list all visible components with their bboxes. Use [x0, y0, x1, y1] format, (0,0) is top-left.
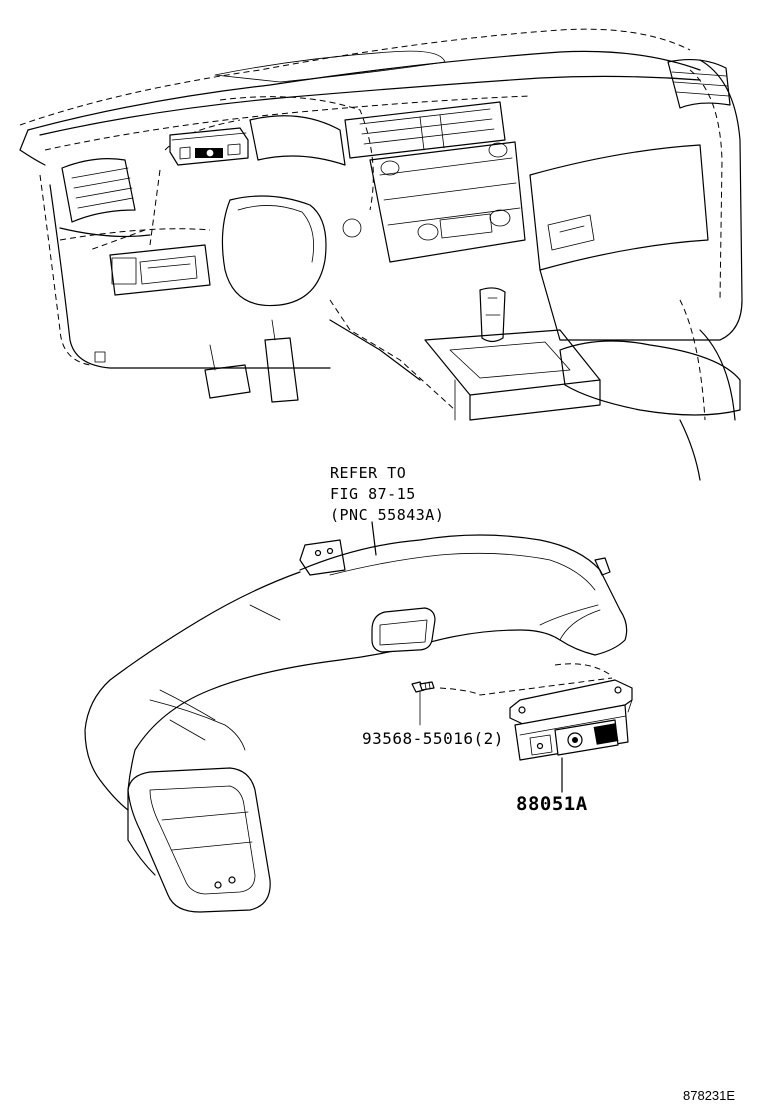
refer-note-line-3: (PNC 55843A) — [330, 506, 445, 524]
screw-leader — [439, 677, 613, 696]
figure-id: 878231E — [683, 1088, 736, 1103]
duct-to-unit-leader — [554, 663, 613, 677]
screw-part — [411, 681, 435, 726]
control-unit — [509, 679, 633, 761]
unit-part-number: 88051A — [516, 793, 588, 815]
screw-part-number: 93568-55016(2) — [362, 729, 504, 748]
air-duct — [84, 534, 628, 913]
refer-note-line-2: FIG 87-15 — [330, 485, 416, 503]
unit-location-in-dash — [169, 127, 249, 166]
refer-leader — [371, 521, 377, 556]
refer-note-line-1: REFER TO — [330, 464, 407, 482]
dashboard-overview — [19, 28, 743, 481]
